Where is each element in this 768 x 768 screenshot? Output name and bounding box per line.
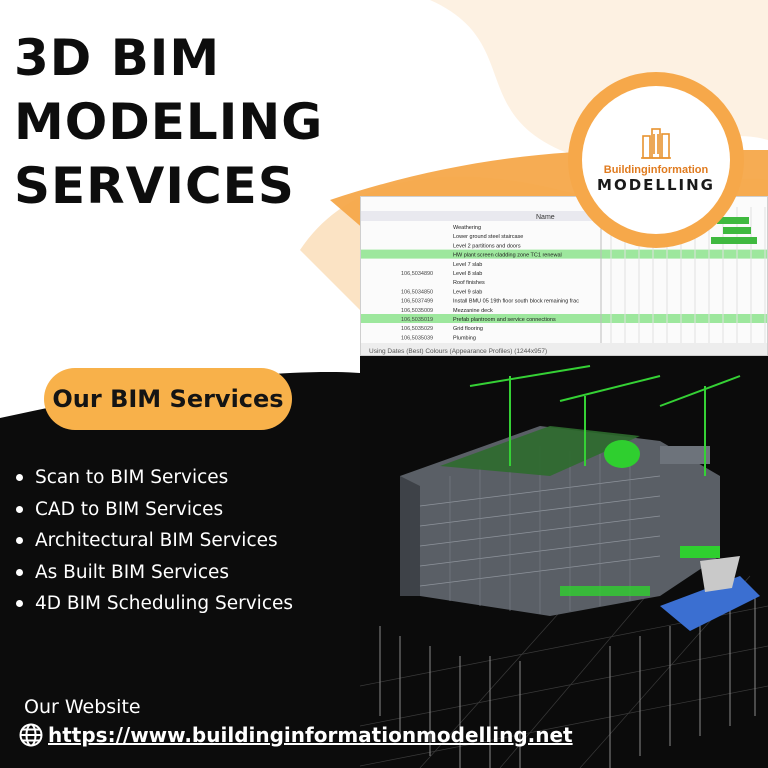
page-title: 3D BIM MODELING SERVICES bbox=[14, 26, 323, 218]
schedule-task-name: HW plant screen cladding zone TC1 renewa… bbox=[453, 253, 562, 259]
logo-text-top: Buildinginformation bbox=[603, 164, 709, 176]
list-item: Architectural BIM Services bbox=[14, 525, 293, 557]
schedule-row-id: 106,5035009 bbox=[401, 308, 433, 314]
bullet-icon bbox=[16, 505, 23, 513]
schedule-task-name: Weathering bbox=[453, 225, 481, 231]
schedule-task-name: Plumbing bbox=[453, 335, 476, 341]
service-item-label: CAD to BIM Services bbox=[35, 498, 224, 520]
bullet-icon bbox=[16, 568, 23, 576]
schedule-row-id: 106,5035029 bbox=[401, 326, 433, 332]
schedule-task-name: Grid flooring bbox=[453, 326, 483, 332]
building-icon bbox=[641, 128, 671, 159]
globe-icon bbox=[19, 723, 43, 747]
list-item: As Built BIM Services bbox=[14, 557, 293, 589]
schedule-column-header: Name bbox=[536, 214, 555, 221]
services-heading: Our BIM Services bbox=[44, 368, 292, 430]
list-item: CAD to BIM Services bbox=[14, 494, 293, 526]
list-item: 4D BIM Scheduling Services bbox=[14, 588, 293, 620]
schedule-row-id: 106,5034890 bbox=[401, 271, 433, 277]
bim-3d-render bbox=[360, 356, 768, 768]
schedule-task-name: Install BMU 05 19th floor south block re… bbox=[453, 299, 579, 305]
schedule-task-name: Level 2 partitions and doors bbox=[453, 243, 521, 249]
service-item-label: As Built BIM Services bbox=[35, 561, 230, 583]
service-list: Scan to BIM Services CAD to BIM Services… bbox=[14, 462, 293, 620]
company-logo: Buildinginformation MODELLING bbox=[582, 86, 730, 234]
schedule-row-highlight bbox=[361, 314, 767, 323]
schedule-row-highlight bbox=[361, 249, 767, 259]
schedule-task-name: Mezzanine deck bbox=[453, 308, 493, 314]
schedule-task-name: Level 9 slab bbox=[453, 289, 482, 295]
list-item: Scan to BIM Services bbox=[14, 462, 293, 494]
bullet-icon bbox=[16, 537, 23, 545]
title-line-2: MODELING bbox=[14, 93, 324, 151]
bullet-icon bbox=[16, 474, 23, 482]
schedule-row-id: 106,5035019 bbox=[401, 317, 433, 323]
logo-text-bottom: MODELLING bbox=[597, 176, 715, 194]
schedule-task-name: Roof finishes bbox=[453, 280, 485, 286]
schedule-task-name: Lower ground steel staircase bbox=[453, 234, 523, 240]
schedule-task-name: Level 7 slab bbox=[453, 262, 482, 268]
website-row[interactable]: https://www.buildinginformationmodelling… bbox=[18, 722, 573, 748]
schedule-task-name: Level 8 slab bbox=[453, 271, 482, 277]
schedule-task-name: Prefab plantroom and service connections bbox=[453, 317, 556, 323]
service-item-label: Architectural BIM Services bbox=[35, 530, 278, 552]
schedule-row-id: 106,5034850 bbox=[401, 289, 433, 295]
title-line-3: SERVICES bbox=[14, 157, 295, 215]
service-item-label: Scan to BIM Services bbox=[35, 467, 229, 489]
schedule-row-id: 106,5037499 bbox=[401, 299, 433, 305]
schedule-row-id: 106,5035039 bbox=[401, 335, 433, 341]
schedule-status-bar: Using Dates (Best) Colours (Appearance P… bbox=[369, 348, 547, 355]
service-item-label: 4D BIM Scheduling Services bbox=[35, 593, 294, 615]
title-line-1: 3D BIM bbox=[14, 29, 221, 87]
website-link[interactable]: https://www.buildinginformationmodelling… bbox=[48, 723, 573, 747]
bullet-icon bbox=[16, 600, 23, 608]
website-label: Our Website bbox=[24, 696, 141, 718]
